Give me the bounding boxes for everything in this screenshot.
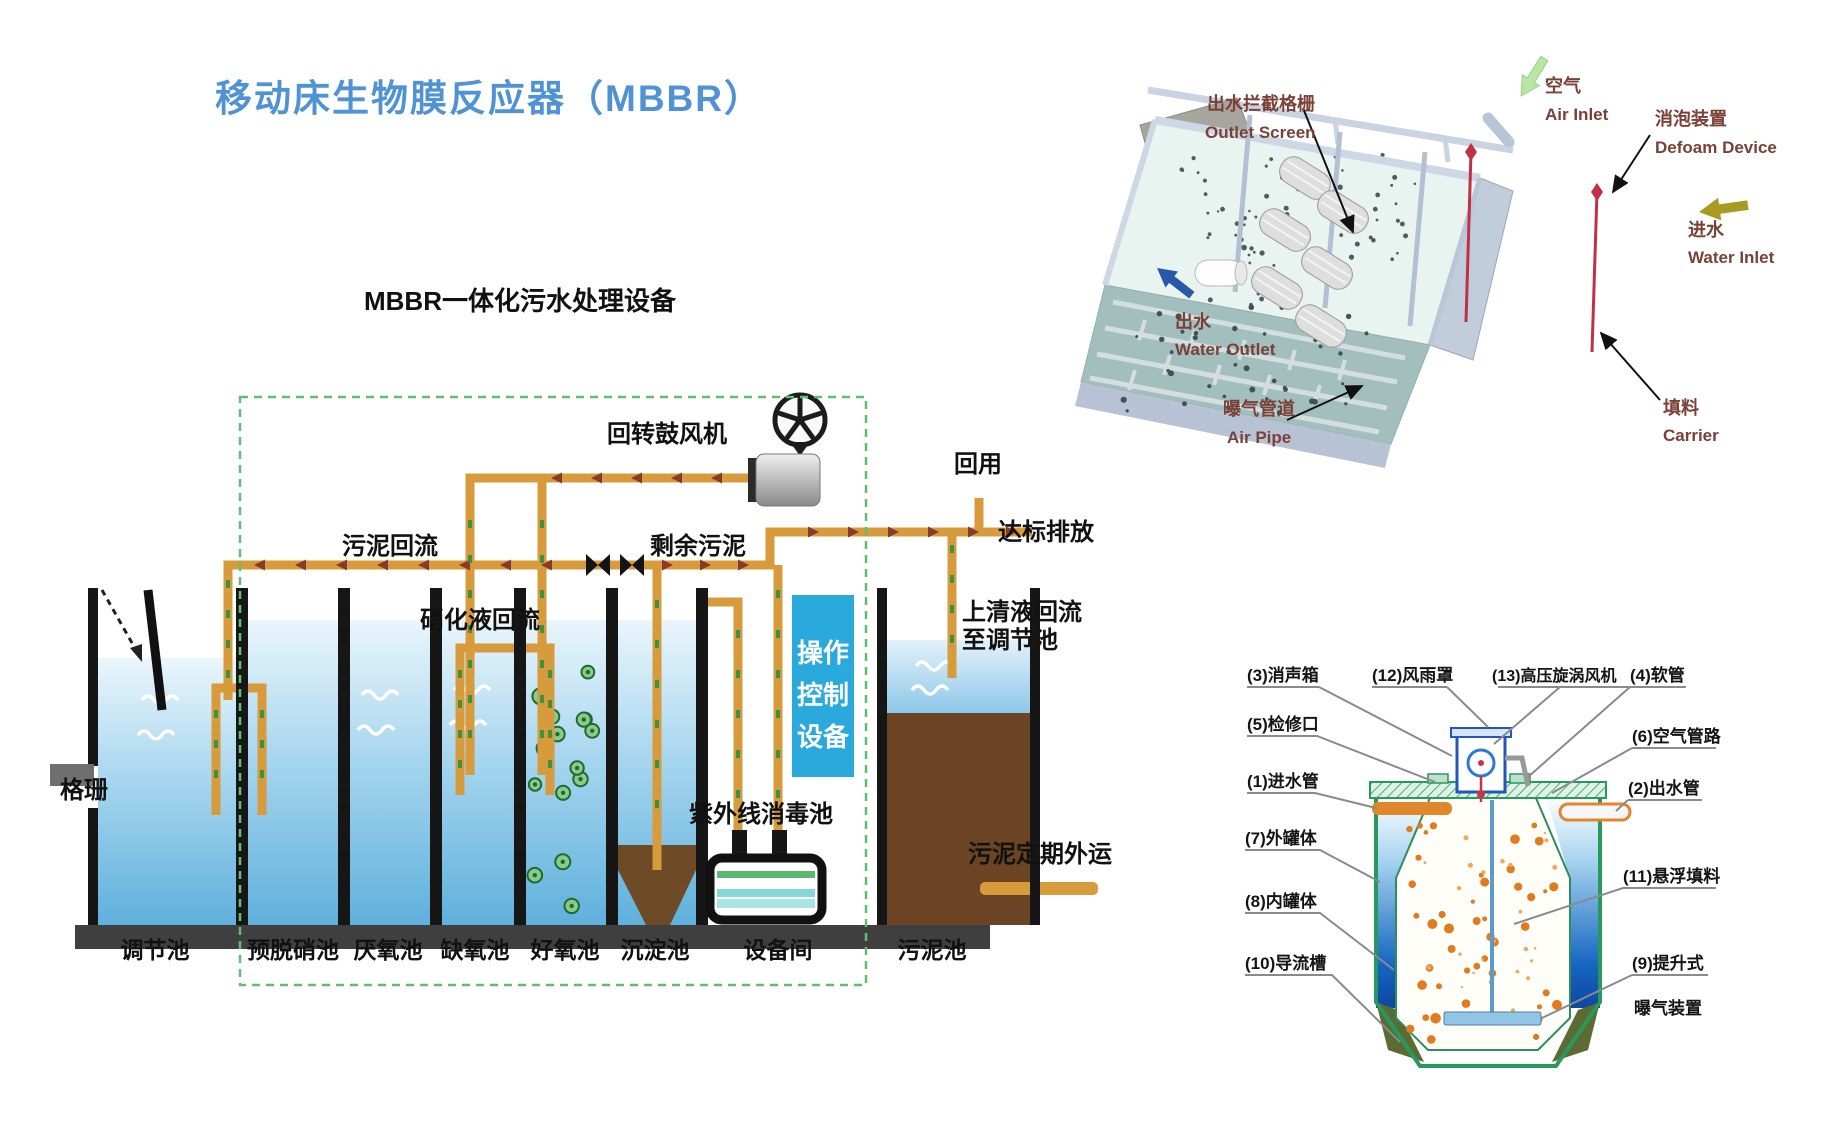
valve-icon [586,554,644,576]
tank-label-anoxic: 缺氧池 [441,937,510,963]
suspended-carrier-dots-small [1423,831,1558,1022]
tank-label-predenitrification: 预脱硝池 [247,937,339,963]
rain-cover [1450,727,1512,738]
cs-label-2: (2)出水管 [1628,778,1700,798]
cs-label-11: (11)悬浮填料 [1623,866,1720,886]
inflow-arrow-icon [100,589,142,662]
water-outlet-arrow-icon [1157,268,1195,299]
control-box-line2: 控制 [797,680,849,710]
control-cabinet: 操作 控制 设备 [792,595,854,777]
label-screen: 格珊 [60,777,108,804]
label-sludge-return: 污泥回流 [342,533,438,560]
label-sludge-removal: 污泥定期外运 [968,840,1112,868]
pipe-flow-ticks [214,520,954,808]
label-air-pipe-en: Air Pipe [1227,428,1291,447]
cs-label-5: (5)检修口 [1247,714,1319,734]
label-water-outlet-en: Water Outlet [1175,340,1276,359]
tank-label-aerobic: 好氧池 [530,937,600,963]
aeration-device [1443,1011,1542,1026]
tank-label-anaerobic: 厌氧池 [354,937,423,963]
cs-label-3: (3)消声箱 [1247,665,1319,685]
label-carrier-zh: 填料 [1663,397,1699,418]
front-wall [1075,382,1391,468]
process-title: MBBR一体化污水处理设备 [364,286,677,316]
label-discharge: 达标排放 [998,518,1095,546]
label-defoam-zh: 消泡装置 [1655,108,1727,129]
cs-label-8: (8)内罐体 [1245,891,1318,911]
tank-labels: 调节池 预脱硝池 厌氧池 缺氧池 好氧池 沉淀池 设备间 污泥池 [121,937,967,963]
tank-label-regulating: 调节池 [121,937,190,963]
tank-label-sludge-tank: 污泥池 [898,937,967,963]
cs-label-9a: (9)提升式 [1632,953,1704,973]
defoam-probes [1464,143,1603,353]
label-water-outlet-zh: 出水 [1175,311,1212,332]
floor-carrier-speckles [1120,304,1369,416]
outlet-pipe [1558,802,1632,822]
label-air-en: Air Inlet [1545,105,1609,124]
page-title: 移动床生物膜反应器（MBBR） [215,78,763,119]
bar-screen-icon [143,589,167,711]
cs-label-10: (10)导流槽 [1245,953,1326,973]
label-water-inlet-zh: 进水 [1688,219,1725,240]
label-outlet-screen-zh: 出水拦截格栅 [1207,93,1315,114]
control-box-line3: 设备 [797,722,850,752]
blower-housing [1450,727,1531,802]
outlet-pipe [1194,259,1248,287]
blower-cross-section-diagram: (3)消声箱 (5)检修口 (1)进水管 (7)外罐体 (8)内罐体 (10)导… [1245,665,1722,1068]
settler-sludge-funnel [618,845,696,925]
hose [1505,755,1531,787]
label-supernatant-1: 上清液回流 [962,598,1082,626]
label-uv-tank: 紫外线消毒池 [689,800,833,828]
tank-label-equipment-room: 设备间 [744,937,813,963]
label-carrier-en: Carrier [1663,426,1719,445]
control-box-line1: 操作 [797,638,849,668]
label-outlet-screen-en: Outlet Screen [1205,123,1316,142]
cs-label-4: (4)软管 [1630,665,1685,685]
air-arrow-icon [1520,55,1549,97]
process-flow-diagram: 操作 控制 设备 MBBR一体化污水处理设备 回转鼓风机 污泥回流 剩余污泥 [50,286,1112,987]
cs-label-9b: 曝气装置 [1634,998,1702,1018]
label-air-zh: 空气 [1545,75,1581,96]
label-air-pipe-zh: 曝气管道 [1223,398,1295,419]
outlet-screen-cylinders [1251,156,1369,348]
inlet-channel [50,764,94,786]
inlet-pipe [1372,802,1452,815]
label-reuse: 回用 [954,451,1002,478]
rotary-blower-icon [748,392,828,507]
label-excess-sludge: 剩余污泥 [650,532,746,560]
aeration-grid [1089,299,1406,435]
tank-label-settler: 沉淀池 [621,937,690,963]
uv-disinfection-unit [705,830,827,925]
equipment-boundary [238,395,868,987]
cs-label-12: (12)风雨罩 [1372,666,1453,685]
air-inlet-pipe [1482,112,1515,148]
label-water-inlet-en: Water Inlet [1688,248,1775,267]
outer-shell [1374,797,1602,1068]
cs-label-6: (6)空气管路 [1632,726,1722,746]
tank-walls [88,588,1040,925]
tank-3d-illustration: 出水拦截格栅 Outlet Screen 空气 Air Inlet 消泡装置 D… [1075,55,1777,468]
leader-lines [1245,686,1716,1043]
cs-label-7: (7)外罐体 [1245,828,1318,848]
ground-base [75,925,990,949]
pipe-flow-arrows [254,472,1017,571]
water-inlet-arrow-icon [1699,197,1749,221]
label-supernatant-2: 至调节池 [962,627,1058,654]
cs-label-1: (1)进水管 [1247,771,1319,791]
leader-arrows [1286,107,1661,421]
label-defoam-en: Defoam Device [1655,138,1777,157]
cs-label-13: (13)高压旋涡风机 [1492,666,1616,685]
label-nitrified-return: 硝化液回流 [420,606,540,634]
label-blower: 回转鼓风机 [607,420,727,448]
